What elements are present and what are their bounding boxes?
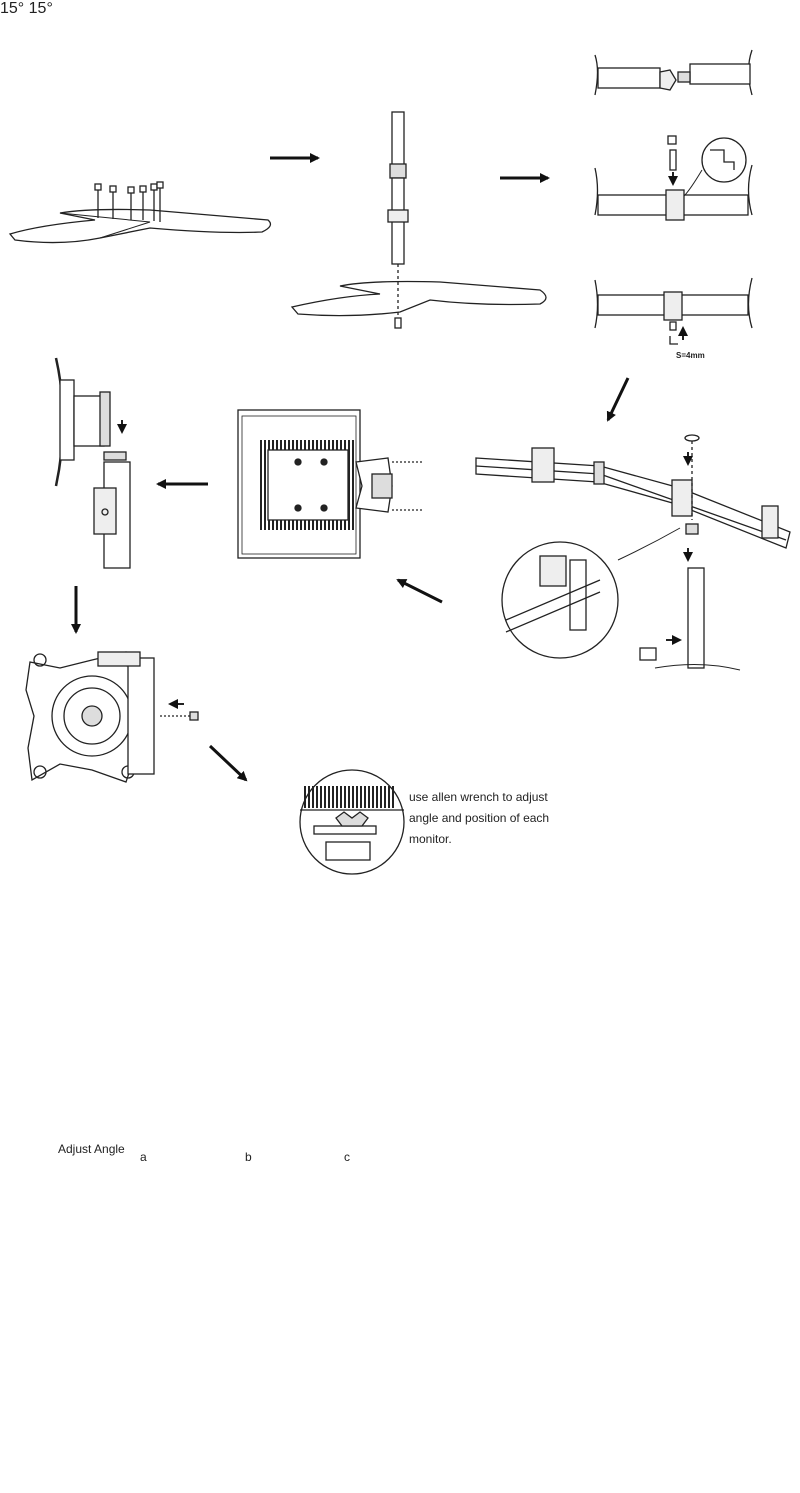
tilt-angle-b-label: 15° bbox=[28, 0, 53, 17]
arrow-down-left-icon: 15° 15° use allen wrench to adjust angle… bbox=[0, 0, 549, 1164]
option-a-label: a bbox=[140, 1150, 147, 1164]
instruction-text: use allen wrench to adjust angle and pos… bbox=[409, 790, 550, 846]
adjust-angle-heading: Adjust Angle bbox=[58, 1142, 125, 1156]
step-pole-install bbox=[290, 111, 547, 330]
tilt-angle-a-label: 15° bbox=[0, 0, 25, 17]
arrow-up-down-right-icon: 15° 15° use allen wrench to adjust angle… bbox=[0, 0, 549, 1164]
step-mount-side bbox=[54, 357, 131, 569]
arrow-up-down-left-icon: 15° 15° use allen wrench to adjust angle… bbox=[0, 0, 549, 1164]
arrow-up-left-icon bbox=[396, 578, 443, 604]
arrow-down-right-icon bbox=[208, 744, 248, 782]
screw-icons bbox=[94, 181, 164, 222]
step-vesa-plate bbox=[25, 651, 199, 783]
step-vesa-mount bbox=[237, 409, 424, 559]
option-c-label: c bbox=[344, 1150, 350, 1164]
step-arm-connection bbox=[594, 49, 753, 345]
detail-circle-left bbox=[299, 769, 405, 875]
arrow-down-left-icon bbox=[606, 377, 630, 422]
step-arm-on-pole bbox=[475, 434, 791, 671]
step-base-screws bbox=[8, 181, 272, 244]
clearance-label: S=4mm bbox=[676, 351, 705, 360]
option-b-label: b bbox=[245, 1150, 252, 1164]
